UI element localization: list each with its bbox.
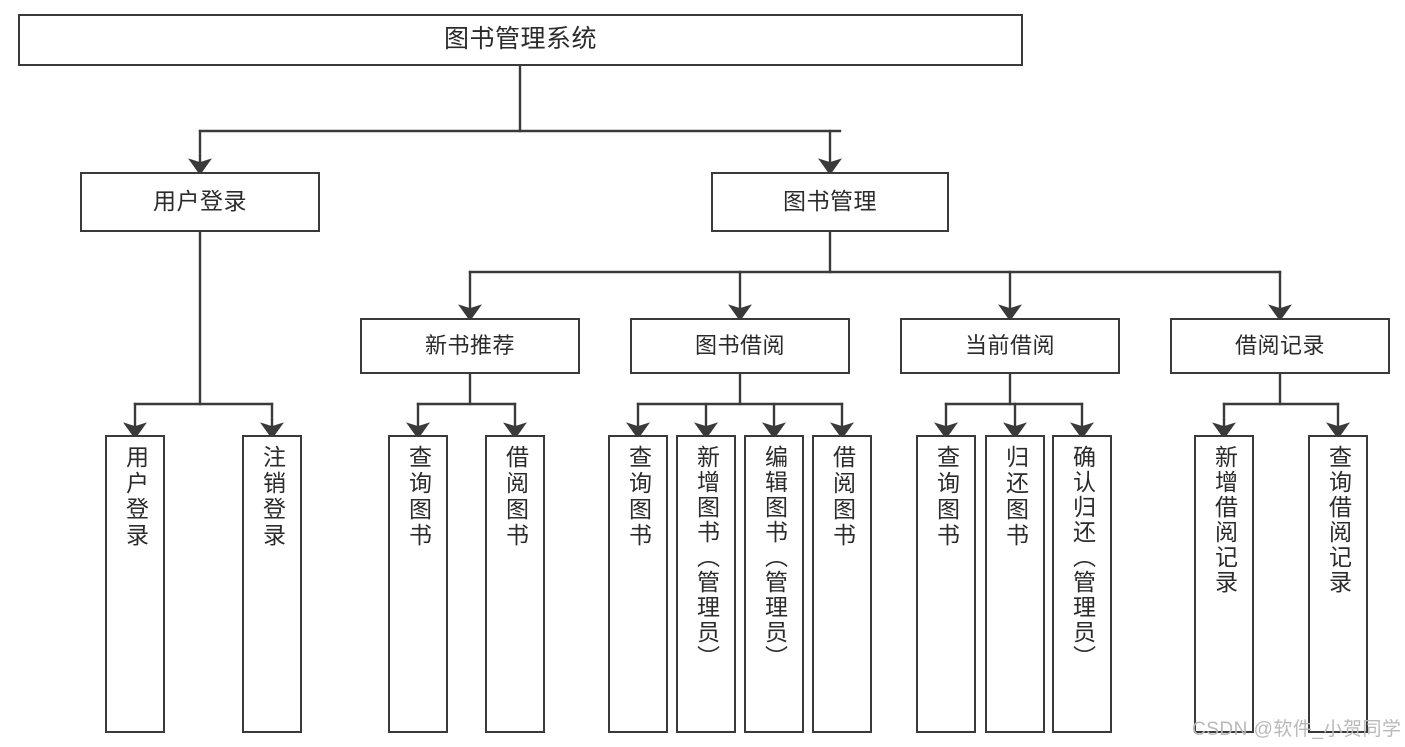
node-leaf-edit-book[interactable]: 编辑图书（管理员） bbox=[744, 435, 804, 733]
node-leaf-borrow-book-2[interactable]: 借阅图书 bbox=[812, 435, 872, 733]
node-leaf-return-book[interactable]: 归还图书 bbox=[985, 435, 1045, 733]
node-leaf-query-book-2-label: 查询图书 bbox=[625, 445, 652, 549]
node-leaf-borrow-book-2-label: 借阅图书 bbox=[829, 445, 856, 549]
node-leaf-query-book-3-label: 查询图书 bbox=[933, 445, 960, 549]
node-leaf-borrow-book-1-label: 借阅图书 bbox=[502, 445, 529, 549]
node-borrow-record[interactable]: 借阅记录 bbox=[1170, 318, 1390, 374]
node-leaf-edit-book-label: 编辑图书（管理员） bbox=[761, 445, 788, 670]
node-leaf-query-book-1[interactable]: 查询图书 bbox=[388, 435, 448, 733]
node-book-manage[interactable]: 图书管理 bbox=[711, 172, 949, 232]
node-leaf-return-book-label: 归还图书 bbox=[1002, 445, 1029, 549]
node-user-login[interactable]: 用户登录 bbox=[80, 172, 320, 232]
node-leaf-add-book[interactable]: 新增图书（管理员） bbox=[676, 435, 736, 733]
node-root[interactable]: 图书管理系统 bbox=[18, 14, 1023, 66]
node-current-borrow-label: 当前借阅 bbox=[964, 333, 1055, 359]
node-current-borrow[interactable]: 当前借阅 bbox=[900, 318, 1120, 374]
node-new-book-recommend-label: 新书推荐 bbox=[424, 333, 515, 359]
node-leaf-query-book-1-label: 查询图书 bbox=[405, 445, 432, 549]
node-leaf-query-book-3[interactable]: 查询图书 bbox=[916, 435, 976, 733]
node-leaf-logout-login[interactable]: 注销登录 bbox=[242, 435, 302, 733]
node-root-label: 图书管理系统 bbox=[443, 25, 597, 54]
node-book-manage-label: 图书管理 bbox=[783, 188, 877, 215]
node-leaf-user-login[interactable]: 用户登录 bbox=[105, 435, 165, 733]
node-leaf-confirm-return-label: 确认归还（管理员） bbox=[1069, 445, 1096, 670]
node-leaf-query-book-2[interactable]: 查询图书 bbox=[608, 435, 668, 733]
node-leaf-add-record-label: 新增借阅记录 bbox=[1211, 445, 1238, 595]
node-leaf-confirm-return[interactable]: 确认归还（管理员） bbox=[1052, 435, 1112, 733]
node-leaf-add-book-label: 新增图书（管理员） bbox=[693, 445, 720, 670]
csdn-watermark: CSDN @软件_小贺同学 bbox=[1192, 719, 1402, 740]
node-borrow-record-label: 借阅记录 bbox=[1234, 333, 1325, 359]
node-leaf-user-login-label: 用户登录 bbox=[122, 445, 149, 549]
node-book-borrow[interactable]: 图书借阅 bbox=[630, 318, 850, 374]
node-leaf-borrow-book-1[interactable]: 借阅图书 bbox=[485, 435, 545, 733]
node-leaf-logout-login-label: 注销登录 bbox=[259, 445, 286, 549]
node-leaf-add-record[interactable]: 新增借阅记录 bbox=[1194, 435, 1254, 733]
node-user-login-label: 用户登录 bbox=[153, 188, 247, 215]
node-new-book-recommend[interactable]: 新书推荐 bbox=[360, 318, 580, 374]
node-leaf-query-record[interactable]: 查询借阅记录 bbox=[1308, 435, 1368, 733]
node-book-borrow-label: 图书借阅 bbox=[694, 333, 785, 359]
node-leaf-query-record-label: 查询借阅记录 bbox=[1325, 445, 1352, 595]
